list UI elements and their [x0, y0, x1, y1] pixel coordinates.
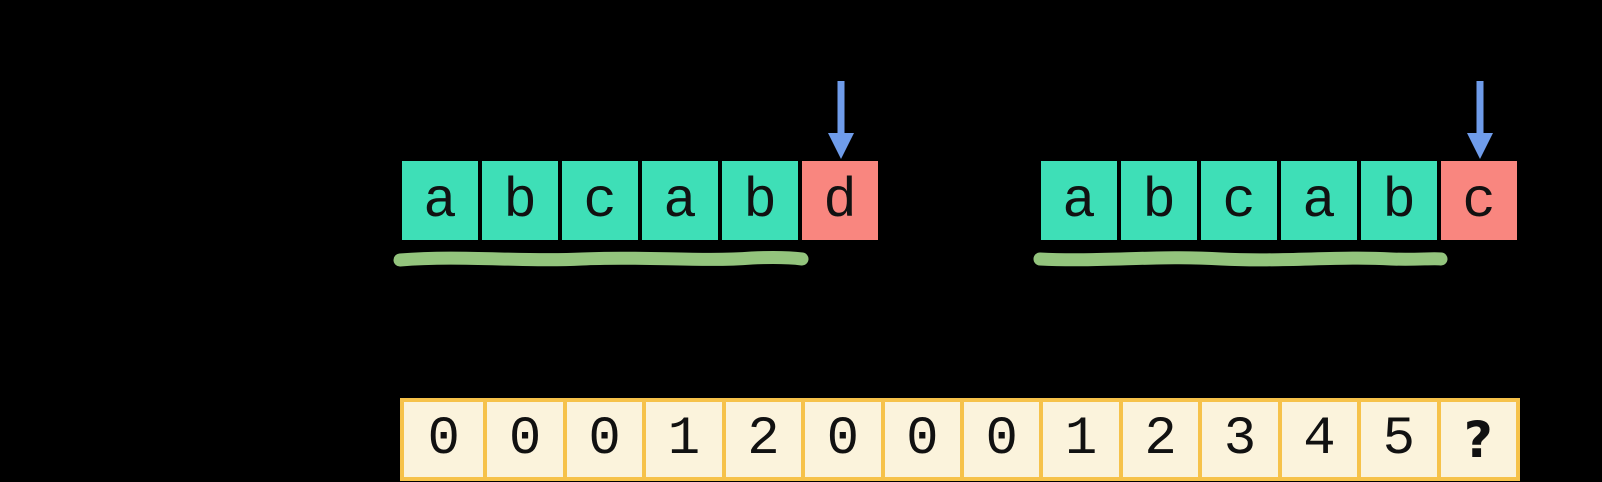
char-cell: c [1201, 161, 1277, 240]
marker-underline-icon [1033, 251, 1448, 267]
unknown-value-cell: ? [1436, 402, 1516, 477]
char-label: c [583, 168, 617, 233]
table-cell: 2 [721, 402, 801, 477]
char-label: b [743, 168, 777, 233]
char-cell: a [642, 161, 718, 240]
char-label: a [1302, 168, 1336, 233]
mismatch-cell: c [1441, 161, 1517, 240]
down-arrow-icon [828, 81, 854, 159]
char-cell: b [1361, 161, 1437, 240]
char-cell: b [722, 161, 798, 240]
table-cell: 0 [483, 402, 562, 477]
table-cell: 1 [642, 402, 721, 477]
table-cell: 0 [880, 402, 960, 477]
char-label: b [503, 168, 537, 233]
char-label: b [1142, 168, 1176, 233]
char-cell: c [562, 161, 638, 240]
pattern-row-1: a b c a b d [402, 161, 878, 240]
char-label: c [1222, 168, 1256, 233]
table-cell: 0 [562, 402, 642, 477]
char-cell: b [1121, 161, 1197, 240]
table-cell: 3 [1198, 402, 1277, 477]
char-cell: a [402, 161, 478, 240]
prefix-function-table: 0 0 0 1 2 0 0 0 1 2 3 4 5 ? [400, 398, 1520, 481]
char-label: d [823, 168, 857, 233]
char-cell: b [482, 161, 558, 240]
table-cell: 4 [1277, 402, 1357, 477]
table-cell: 2 [1118, 402, 1198, 477]
table-cell: 0 [427, 408, 460, 470]
char-cell: a [1041, 161, 1117, 240]
table-cell: 0 [801, 402, 880, 477]
char-label: c [1462, 168, 1496, 233]
char-label: a [1062, 168, 1096, 233]
mismatch-cell: d [802, 161, 878, 240]
char-label: a [423, 168, 457, 233]
pattern-row-2: a b c a b c [1041, 161, 1517, 240]
marker-underline-icon [393, 251, 809, 267]
char-label: a [663, 168, 697, 233]
down-arrow-icon [1467, 81, 1493, 159]
table-cell: 5 [1357, 402, 1436, 477]
char-label: b [1382, 168, 1416, 233]
table-cell: 1 [1039, 402, 1118, 477]
table-cell: 0 [960, 402, 1039, 477]
char-cell: a [1281, 161, 1357, 240]
